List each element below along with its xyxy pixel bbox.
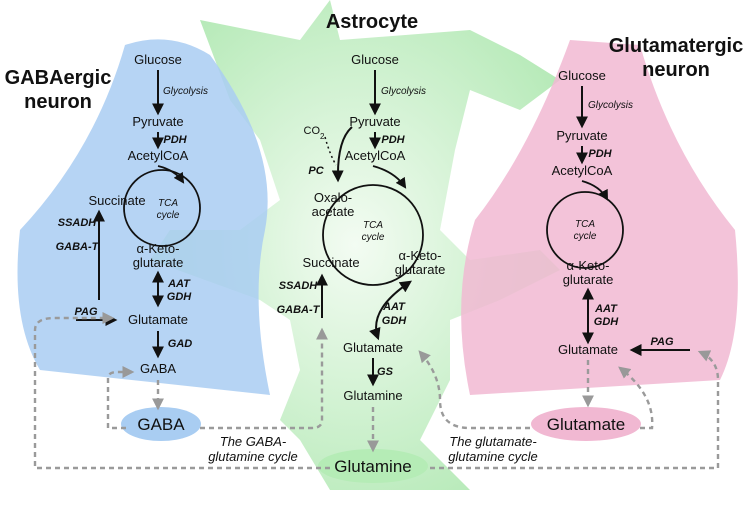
astro-ssadh: SSADH (279, 280, 319, 292)
glut-glutamate: Glutamate (558, 342, 618, 357)
astro-pyruvate: Pyruvate (349, 114, 400, 129)
gaba-glycolysis: Glycolysis (163, 86, 208, 97)
astro-tca-2: cycle (362, 232, 385, 243)
glut-gdh: GDH (594, 316, 620, 328)
gaba-tca-1: TCA (158, 198, 178, 209)
glut-akg-1: α-Keto- (567, 258, 610, 273)
gaba-pool-glow (121, 407, 201, 441)
glut-aat: AAT (594, 303, 618, 315)
astro-glutamine: Glutamine (343, 388, 402, 403)
caption-gaba-cycle-1: The GABA- (220, 434, 287, 449)
gaba-akg-2: glutarate (133, 255, 184, 270)
astro-pdh: PDH (381, 134, 405, 146)
astro-akg-2: glutarate (395, 262, 446, 277)
glut-glycolysis: Glycolysis (588, 100, 633, 111)
glut-pdh: PDH (588, 148, 612, 160)
gaba-gdh: GDH (167, 291, 193, 303)
gaba-gad: GAD (168, 338, 193, 350)
glut-neuron-title-1: Glutamatergic (609, 35, 743, 57)
gaba-tca-2: cycle (157, 210, 180, 221)
gaba-glutamate: Glutamate (128, 312, 188, 327)
glut-tca-2: cycle (574, 231, 597, 242)
astro-co2: CO2 (304, 125, 326, 141)
gaba-succinate: Succinate (88, 193, 145, 208)
gaba-tca-cycle (123, 169, 201, 247)
glut-pag: PAG (650, 336, 673, 348)
astro-oxalo-1: Oxalo- (314, 190, 352, 205)
caption-glut-cycle-2: glutamine cycle (448, 449, 538, 464)
gaba-aat: AAT (167, 278, 191, 290)
astro-glucose: Glucose (351, 52, 399, 67)
glut-glucose: Glucose (558, 68, 606, 83)
gaba-akg-1: α-Keto- (137, 241, 180, 256)
pool-glutamate: Glutamate (547, 415, 625, 434)
gaba-pyruvate: Pyruvate (132, 114, 183, 129)
gaba-gaba: GABA (140, 361, 176, 376)
glut-tca-cycle (546, 191, 624, 269)
glutamate-pool-glow (531, 407, 641, 441)
gaba-pag: PAG (74, 306, 97, 318)
gaba-neuron-cell (17, 39, 270, 395)
astro-akg-1: α-Keto- (399, 248, 442, 263)
gaba-neuron-title-1: GABAergic (5, 67, 112, 89)
astro-gdh: GDH (382, 315, 408, 327)
caption-glut-cycle-1: The glutamate- (449, 434, 537, 449)
gaba-acetylcoa: AcetylCoA (128, 148, 189, 163)
astrocyte-cell (150, 0, 560, 490)
glut-neuron-title-2: neuron (642, 59, 710, 81)
pool-gaba: GABA (137, 415, 185, 434)
glut-pyruvate: Pyruvate (556, 128, 607, 143)
glutamine-pool-glow (318, 449, 428, 483)
astro-oxalo-2: acetate (312, 204, 355, 219)
astro-glutamate: Glutamate (343, 340, 403, 355)
gaba-glucose: Glucose (134, 52, 182, 67)
astro-pc: PC (308, 165, 324, 177)
astro-aat: AAT (382, 301, 406, 313)
astro-tca-1: TCA (363, 220, 383, 231)
astrocyte-title: Astrocyte (326, 11, 418, 33)
gaba-ssadh: SSADH (58, 217, 98, 229)
gaba-pdh: PDH (163, 134, 187, 146)
astro-glycolysis: Glycolysis (381, 86, 426, 97)
astro-succinate: Succinate (302, 255, 359, 270)
caption-gaba-cycle-2: glutamine cycle (208, 449, 298, 464)
astro-acetylcoa: AcetylCoA (345, 148, 406, 163)
glut-tca-1: TCA (575, 219, 595, 230)
gaba-gabat: GABA-T (56, 241, 100, 253)
astro-gabat: GABA-T (277, 304, 321, 316)
glut-acetylcoa: AcetylCoA (552, 163, 613, 178)
glut-akg-2: glutarate (563, 272, 614, 287)
gaba-neuron-title-2: neuron (24, 91, 92, 113)
astro-gs: GS (377, 366, 394, 378)
pool-glutamine: Glutamine (334, 457, 411, 476)
glut-neuron-cell (461, 40, 738, 395)
